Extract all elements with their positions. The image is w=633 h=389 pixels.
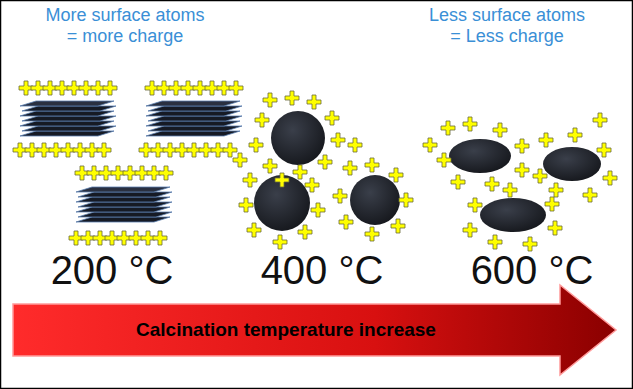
- positive-charge: [273, 235, 287, 249]
- arrow-banner: Calcination temperature increase: [12, 282, 618, 378]
- positive-charge: [391, 219, 405, 233]
- ellipse-particle: [449, 139, 511, 173]
- positive-charge: [451, 175, 465, 189]
- positive-charge: [249, 138, 263, 152]
- sheet-layer: [22, 126, 116, 131]
- sphere-particle: [271, 111, 325, 165]
- positive-charge: [389, 168, 403, 182]
- positive-charge: [423, 138, 437, 152]
- positive-charge: [441, 121, 455, 135]
- sheet-stacks: [20, 101, 242, 222]
- sheet-layer: [146, 101, 240, 106]
- positive-charge: [399, 193, 413, 207]
- sheet-layer: [76, 187, 170, 192]
- positive-charge: [493, 123, 507, 137]
- positive-charge: [463, 117, 477, 131]
- positive-charge: [437, 153, 451, 167]
- sheet-layer: [78, 212, 172, 217]
- positive-charge: [325, 111, 339, 125]
- arrow-body: [13, 285, 616, 375]
- positive-charge: [247, 223, 261, 237]
- sheet-layer: [78, 192, 172, 197]
- sphere-particle: [350, 175, 400, 225]
- sheet-layer: [20, 121, 114, 126]
- positive-charge: [365, 227, 379, 241]
- sheet-layer: [20, 101, 114, 106]
- sheet-layer: [20, 111, 114, 116]
- positive-charge: [263, 93, 277, 107]
- sheet-layer: [22, 116, 116, 121]
- positive-charge: [593, 113, 607, 127]
- positive-charge: [339, 215, 353, 229]
- positive-charge: [533, 169, 547, 183]
- ellipse-particle: [480, 198, 546, 232]
- surface-charges: [13, 81, 617, 251]
- sheet-layer: [22, 106, 116, 111]
- positive-charge: [365, 158, 379, 172]
- arrow-label: Calcination temperature increase: [12, 304, 560, 356]
- annotation-text: Less surface atoms = Less charge: [424, 5, 590, 47]
- positive-charge: [275, 173, 289, 187]
- positive-charge: [305, 178, 319, 192]
- positive-charge: [549, 183, 563, 197]
- ellipse-particle: [543, 147, 601, 181]
- positive-charge: [239, 198, 253, 212]
- positive-charge: [539, 133, 553, 147]
- temperature-label: 600 °C: [471, 248, 594, 292]
- positive-charge: [343, 161, 357, 175]
- positive-charge: [307, 95, 321, 109]
- sheet-layer: [148, 126, 242, 131]
- positive-charge: [568, 128, 582, 142]
- annotation-text: More surface atoms = more charge: [42, 5, 208, 47]
- sheet-layer: [76, 217, 170, 222]
- positive-charge: [103, 81, 117, 95]
- sheet-layer: [76, 207, 170, 212]
- positive-charge: [597, 143, 611, 157]
- positive-charge: [233, 153, 247, 167]
- positive-charge: [548, 221, 562, 235]
- temperature-label: 400 °C: [261, 248, 384, 292]
- positive-charge: [463, 223, 477, 237]
- positive-charge: [515, 139, 529, 153]
- positive-charge: [333, 189, 347, 203]
- sheet-layer: [146, 111, 240, 116]
- sheet-layer: [20, 131, 114, 136]
- positive-charge: [583, 188, 597, 202]
- sheet-layer: [78, 202, 172, 207]
- sheet-layer: [146, 121, 240, 126]
- positive-charge: [285, 91, 299, 105]
- positive-charge: [488, 235, 502, 249]
- positive-charge: [293, 165, 307, 179]
- sheet-layer: [146, 131, 240, 136]
- positive-charge: [331, 133, 345, 147]
- positive-charge: [298, 225, 312, 239]
- positive-charge: [255, 113, 269, 127]
- positive-charge: [263, 159, 277, 173]
- temperature-label: 200 °C: [51, 248, 174, 292]
- positive-charge: [515, 163, 529, 177]
- positive-charge: [603, 171, 617, 185]
- particles: [254, 111, 601, 232]
- positive-charge: [485, 177, 499, 191]
- positive-charge: [153, 231, 167, 245]
- positive-charge: [318, 155, 332, 169]
- positive-charge: [545, 197, 559, 211]
- sheet-layer: [76, 197, 170, 202]
- positive-charge: [229, 81, 243, 95]
- sheet-layer: [148, 116, 242, 121]
- positive-charge: [503, 183, 517, 197]
- positive-charge: [159, 166, 173, 180]
- positive-charge: [311, 203, 325, 217]
- positive-charge: [223, 143, 237, 157]
- positive-charge: [348, 138, 362, 152]
- positive-charge: [468, 198, 482, 212]
- positive-charge: [243, 173, 257, 187]
- positive-charge: [97, 143, 111, 157]
- sheet-layer: [148, 106, 242, 111]
